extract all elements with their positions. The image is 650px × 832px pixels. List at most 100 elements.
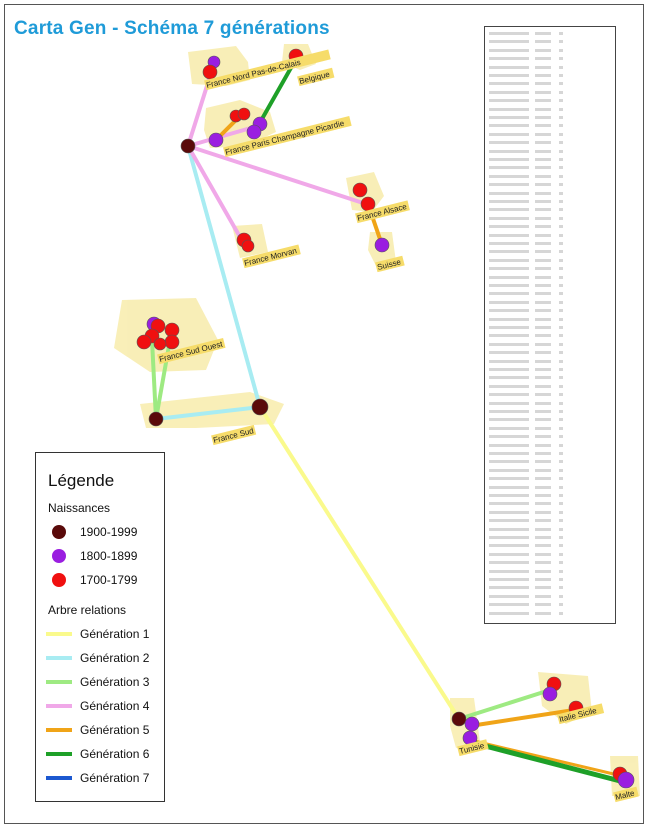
table-cell-blurred bbox=[489, 284, 529, 287]
table-cell-blurred bbox=[489, 183, 529, 187]
table-cell-blurred bbox=[489, 166, 529, 170]
table-row bbox=[489, 543, 563, 551]
table-cell-blurred bbox=[489, 443, 529, 447]
table-row bbox=[489, 174, 563, 182]
place-name: Belgique bbox=[298, 70, 331, 86]
table-row bbox=[489, 123, 563, 131]
table-cell-blurred bbox=[535, 141, 551, 145]
line-swatch-icon bbox=[46, 632, 72, 636]
table-cell-blurred bbox=[535, 410, 551, 413]
table-cell-blurred bbox=[559, 267, 563, 271]
table-row bbox=[489, 317, 563, 325]
table-cell-blurred bbox=[535, 242, 551, 245]
table-cell-blurred bbox=[535, 426, 551, 430]
table-cell-blurred bbox=[535, 536, 551, 539]
table-row bbox=[489, 115, 563, 123]
table-cell-blurred bbox=[535, 132, 551, 136]
table-row bbox=[489, 367, 563, 375]
table-row bbox=[489, 31, 563, 39]
table-cell-blurred bbox=[489, 32, 529, 35]
table-cell-blurred bbox=[489, 569, 529, 573]
table-cell-blurred bbox=[535, 552, 551, 556]
table-row bbox=[489, 325, 563, 333]
label-bg bbox=[223, 116, 352, 158]
table-row bbox=[489, 560, 563, 568]
table-cell-blurred bbox=[489, 477, 529, 481]
table-cell-blurred bbox=[489, 309, 529, 313]
table-cell-blurred bbox=[489, 99, 529, 103]
table-row bbox=[489, 275, 563, 283]
table-cell-blurred bbox=[489, 242, 529, 245]
table-cell-blurred bbox=[535, 494, 551, 497]
table-cell-blurred bbox=[489, 468, 529, 472]
table-cell-blurred bbox=[489, 410, 529, 413]
table-cell-blurred bbox=[489, 401, 529, 405]
table-row bbox=[489, 48, 563, 56]
table-cell-blurred bbox=[489, 578, 529, 581]
table-row bbox=[489, 602, 563, 610]
table-cell-blurred bbox=[559, 494, 563, 497]
line-gen3-sudouest-a bbox=[150, 338, 158, 421]
line-swatch-icon bbox=[46, 776, 72, 780]
table-cell-blurred bbox=[559, 250, 563, 254]
table-row bbox=[489, 191, 563, 199]
dot-1700-icon bbox=[52, 573, 66, 587]
highlight-sud bbox=[140, 392, 284, 428]
table-cell-blurred bbox=[559, 569, 563, 573]
table-cell-blurred bbox=[535, 443, 551, 447]
legend-birth-label: 1900-1999 bbox=[80, 525, 138, 539]
table-row bbox=[489, 401, 563, 409]
table-cell-blurred bbox=[535, 200, 551, 203]
table-cell-blurred bbox=[559, 116, 563, 119]
table-cell-blurred bbox=[559, 502, 563, 506]
table-cell-blurred bbox=[559, 124, 563, 128]
line-gen2-sud bbox=[154, 405, 262, 421]
table-cell-blurred bbox=[559, 603, 563, 607]
table-cell-blurred bbox=[489, 292, 529, 296]
table-row bbox=[489, 443, 563, 451]
table-cell-blurred bbox=[489, 603, 529, 607]
table-cell-blurred bbox=[535, 586, 551, 590]
dot-1900 bbox=[451, 711, 467, 727]
table-cell-blurred bbox=[489, 586, 529, 590]
table-cell-blurred bbox=[535, 300, 551, 304]
table-cell-blurred bbox=[559, 418, 563, 422]
table-cell-blurred bbox=[559, 578, 563, 581]
legend-generation-row: Génération 7 bbox=[46, 769, 149, 787]
legend-generation-row: Génération 1 bbox=[46, 625, 149, 643]
table-cell-blurred bbox=[489, 90, 529, 94]
table-cell-blurred bbox=[489, 208, 529, 212]
table-cell-blurred bbox=[489, 57, 529, 61]
table-cell-blurred bbox=[535, 569, 551, 573]
table-cell-blurred bbox=[559, 351, 563, 355]
table-cell-blurred bbox=[489, 594, 529, 598]
dot-1700 bbox=[241, 239, 255, 253]
table-cell-blurred bbox=[489, 426, 529, 430]
table-cell-blurred bbox=[489, 225, 529, 229]
table-row bbox=[489, 233, 563, 241]
table-cell-blurred bbox=[535, 368, 551, 371]
legend-generation-row: Génération 3 bbox=[46, 673, 149, 691]
table-row bbox=[489, 518, 563, 526]
table-cell-blurred bbox=[489, 216, 529, 220]
table-cell-blurred bbox=[559, 284, 563, 287]
table-cell-blurred bbox=[535, 149, 551, 153]
table-cell-blurred bbox=[559, 536, 563, 539]
table-cell-blurred bbox=[489, 435, 529, 439]
table-row bbox=[489, 417, 563, 425]
table-row bbox=[489, 552, 563, 560]
table-cell-blurred bbox=[489, 376, 529, 380]
table-cell-blurred bbox=[559, 141, 563, 145]
table-cell-blurred bbox=[489, 317, 529, 321]
table-row bbox=[489, 132, 563, 140]
table-cell-blurred bbox=[535, 233, 551, 237]
table-cell-blurred bbox=[489, 158, 529, 161]
table-cell-blurred bbox=[535, 452, 551, 455]
legend-birth-row: 1800-1899 bbox=[46, 547, 137, 565]
legend-generation-label: Génération 4 bbox=[80, 699, 150, 713]
table-cell-blurred bbox=[535, 334, 551, 338]
table-cell-blurred bbox=[559, 149, 563, 153]
table-cell-blurred bbox=[535, 124, 551, 128]
table-cell-blurred bbox=[489, 267, 529, 271]
